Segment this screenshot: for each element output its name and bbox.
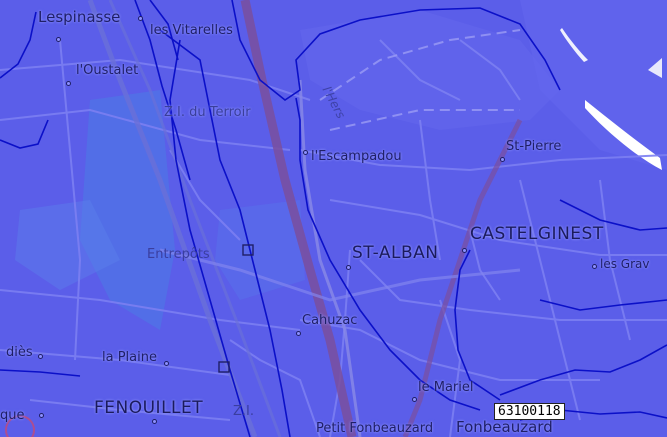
place-label-st-pierre[interactable]: St-Pierre (506, 139, 562, 154)
place-dot (152, 419, 157, 424)
area-label-entrepots[interactable]: Entrepôts (147, 247, 210, 262)
place-dot (56, 37, 61, 42)
place-label-castelginest[interactable]: CASTELGINEST (470, 224, 604, 244)
place-label-petit-fonbeauzard[interactable]: Petit Fonbeauzard (316, 421, 434, 436)
place-label-la-plaine[interactable]: la Plaine (102, 350, 157, 365)
place-dot (164, 361, 169, 366)
place-dot (412, 397, 417, 402)
place-dot (462, 248, 467, 253)
place-dot (500, 157, 505, 162)
building-marker (242, 244, 254, 256)
place-label-cahuzac[interactable]: Cahuzac (302, 313, 358, 328)
minor-roads (0, 39, 667, 437)
station-marker (218, 361, 230, 373)
tile-id-badge: 63100118 (494, 403, 565, 420)
place-label-les-vitarelles[interactable]: les Vitarelles (150, 23, 233, 38)
place-label-le-mariel[interactable]: le Mariel (418, 380, 474, 395)
place-label-que[interactable]: que (0, 408, 25, 423)
water-features (560, 28, 662, 170)
place-label-oustalet[interactable]: l'Oustalet (76, 63, 139, 78)
place-label-zi-terroir[interactable]: Z.I. du Terroir (164, 105, 251, 120)
place-label-fenouillet[interactable]: FENOUILLET (94, 398, 204, 418)
place-label-lespinasse[interactable]: Lespinasse (38, 8, 121, 26)
major-roads (87, 0, 523, 437)
place-dot (66, 81, 71, 86)
place-label-escampadou[interactable]: l'Escampadou (311, 149, 402, 164)
place-dot (346, 265, 351, 270)
place-dot (592, 264, 597, 269)
place-dot (303, 150, 308, 155)
area-label-zi[interactable]: Z.I. (233, 404, 255, 419)
place-dot (38, 354, 43, 359)
railway (319, 29, 521, 131)
place-label-dies[interactable]: diès (6, 345, 33, 360)
place-label-fonbeauzard[interactable]: Fonbeauzard (456, 418, 553, 436)
place-label-les-grav[interactable]: les Grav (600, 257, 650, 271)
place-dot (296, 331, 301, 336)
highlight-ring (5, 415, 35, 437)
place-dot (138, 16, 143, 21)
place-dot (39, 413, 44, 418)
place-label-st-alban[interactable]: ST-ALBAN (352, 243, 439, 263)
